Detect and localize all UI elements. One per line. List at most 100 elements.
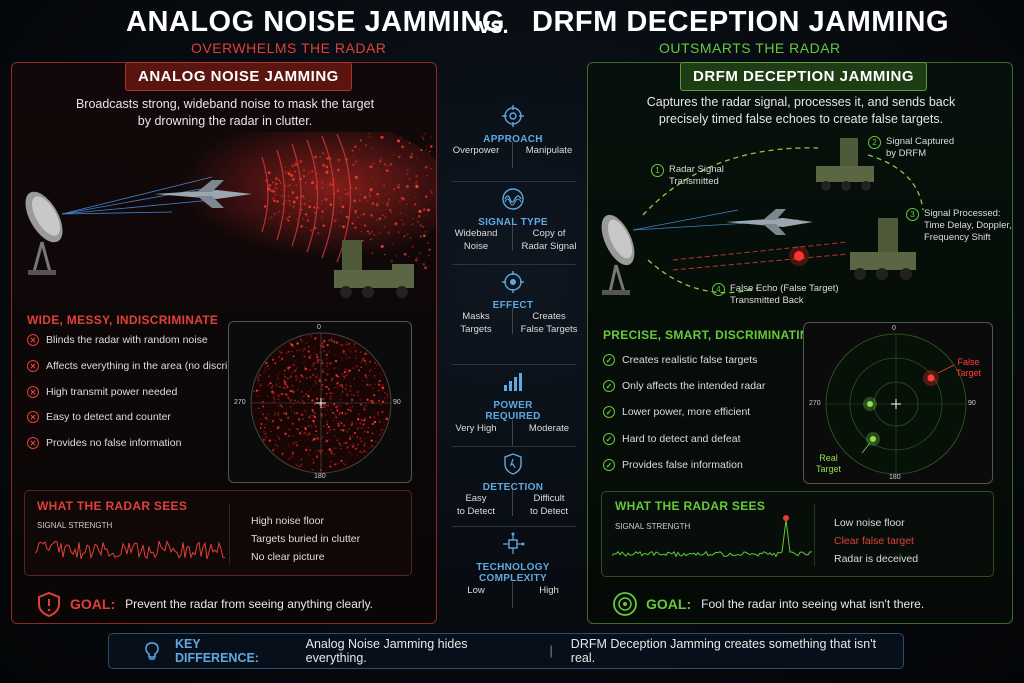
drfm-sees-title: WHAT THE RADAR SEES	[615, 499, 766, 513]
check-circle-icon: ✓	[603, 380, 615, 392]
drfm-sees-item: Radar is deceived	[834, 553, 919, 565]
x-circle-icon: ✕	[27, 334, 39, 346]
step-number-badge: 3	[906, 208, 919, 221]
drfm-trait-text: Hard to detect and defeat	[622, 433, 741, 445]
step-text: Transmitted Back	[730, 295, 804, 306]
drfm-signal-label: SIGNAL STRENGTH	[615, 522, 691, 531]
analog-description: Broadcasts strong, wideband noise to mas…	[40, 96, 410, 130]
comparison-title: TECHNOLOGY	[476, 562, 550, 573]
noise-cloud	[112, 132, 436, 274]
comparison-drfm-value: Moderate	[528, 423, 570, 434]
divider	[512, 142, 513, 168]
analog-radar-view: WHAT THE RADAR SEES SIGNAL STRENGTH High…	[24, 490, 412, 576]
divider	[229, 503, 230, 565]
drfm-trait-item: ✓Hard to detect and defeat	[603, 433, 741, 445]
analog-trait-item: ✕Easy to detect and counter	[27, 411, 171, 423]
step-text: Transmitted	[669, 176, 719, 187]
x-circle-icon: ✕	[27, 386, 39, 398]
drfm-signal-trace	[612, 515, 812, 558]
analog-trait-item: ✕ High transmit power needed	[27, 386, 177, 398]
jammer-truck-icon	[334, 240, 414, 298]
drfm-trait-item: ✓Lower power, more efficient	[603, 406, 750, 418]
subtitle-drfm: OUTSMARTS THE RADAR	[659, 40, 841, 56]
analog-trait-text: Affects everything in the area (no discr…	[46, 360, 271, 372]
analog-sees-item: Targets buried in clutter	[251, 533, 361, 545]
x-circle-icon: ✕	[27, 360, 39, 372]
scope-label-270: 270	[234, 399, 246, 406]
analog-trait-item: ✕Blinds the radar with random noise	[27, 334, 208, 346]
drfm-description-line2: precisely timed false echoes to create f…	[658, 112, 944, 126]
key-difference-drfm: DRFM Deception Jamming creates something…	[570, 637, 877, 665]
drfm-truck-icon	[816, 138, 874, 191]
comparison-analog-value: Overpower	[452, 145, 500, 156]
subtitle-analog: OVERWHELMS THE RADAR	[191, 40, 387, 56]
divider	[452, 446, 576, 447]
drfm-goal-text: Fool the radar into seeing what isn't th…	[701, 597, 925, 611]
scope-label-90: 90	[968, 400, 976, 407]
divider	[512, 420, 513, 446]
scope-label-180: 180	[889, 474, 901, 481]
analog-goal: GOAL: Prevent the radar from seeing anyt…	[36, 591, 373, 617]
drfm-trait-text: Creates realistic false targets	[622, 354, 758, 366]
analog-trait-item: ✕Provides no false information	[27, 437, 181, 449]
scope-label-90: 90	[393, 399, 401, 406]
title-drfm: DRFM DECEPTION JAMMING	[532, 6, 949, 38]
analog-trait-text: High transmit power needed	[46, 386, 178, 398]
shield-icon	[504, 453, 522, 475]
drfm-goal-label: GOAL:	[646, 596, 692, 612]
drfm-trait-text: Provides false information	[622, 459, 743, 471]
target-icon	[502, 271, 524, 293]
analog-goal-label: GOAL:	[70, 596, 116, 612]
divider	[512, 225, 513, 251]
false-target-blip	[794, 251, 804, 261]
fighter-jet-icon	[726, 209, 813, 235]
comparison-title: EFFECT	[492, 300, 534, 311]
check-circle-icon: ✓	[603, 354, 615, 366]
analog-signal-label: SIGNAL STRENGTH	[37, 521, 113, 530]
drfm-truck-icon	[850, 218, 916, 280]
target-blip	[867, 401, 873, 407]
drfm-description-line1: Captures the radar signal, processes it,…	[646, 95, 956, 109]
noise-signal-trace	[35, 539, 225, 560]
comparison-drfm-value: Manipulate	[525, 145, 573, 156]
circuit-icon	[503, 532, 525, 554]
divider	[512, 582, 513, 608]
analog-illustration	[25, 132, 436, 298]
drfm-trait-item: ✓ Creates realistic false targets	[603, 354, 757, 366]
comparison-drfm-value: High	[539, 585, 559, 596]
step-text: Signal Processed:	[924, 208, 1001, 219]
check-circle-icon: ✓	[603, 406, 615, 418]
step-number-badge: 2	[868, 136, 881, 149]
comparison-title: REQUIRED	[485, 411, 541, 422]
title-vs: vs.	[478, 13, 509, 38]
drfm-radar-view: WHAT THE RADAR SEES SIGNAL STRENGTH Low …	[601, 491, 994, 577]
step-text: Signal Captured	[886, 136, 955, 147]
analog-trait-text: Provides no false information	[46, 437, 182, 449]
crosshair-icon	[502, 105, 524, 127]
drfm-illustration	[601, 138, 924, 295]
divider	[512, 308, 513, 334]
drfm-description: Captures the radar signal, processes it,…	[608, 94, 994, 128]
analog-trait-text: Easy to detect and counter	[46, 411, 171, 423]
key-difference-analog: Analog Noise Jamming hides everything.	[305, 637, 468, 665]
analog-goal-text: Prevent the radar from seeing anything c…	[125, 597, 374, 611]
comparison-title: DETECTION	[482, 482, 544, 493]
scope-label-0: 0	[317, 324, 321, 331]
drfm-traits-title: PRECISE, SMART, DISCRIMINATING	[603, 328, 819, 342]
comparison-title: SIGNAL TYPE	[478, 217, 548, 228]
drfm-sees-item: Low noise floor	[834, 517, 905, 529]
step-number-badge: 1	[651, 164, 664, 177]
drfm-heading: DRFM DECEPTION JAMMING	[680, 62, 927, 91]
drfm-trait-item: ✓Provides false information	[603, 459, 743, 471]
